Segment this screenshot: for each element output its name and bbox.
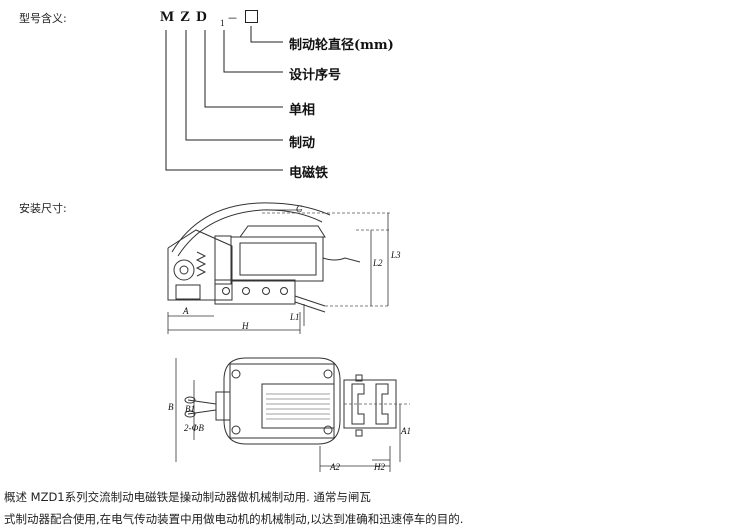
- legend-design-serial: 设计序号: [289, 68, 342, 83]
- model-code: MZD: [160, 9, 213, 25]
- legend-brake: 制动: [289, 136, 316, 151]
- dim-label-l2: L2: [373, 258, 383, 268]
- description-line-2: 式制动器配合使用,在电气传动装置中用做电动机的机械制动,以达到准确和迅速停车的目…: [4, 512, 464, 526]
- model-code-dash: －: [227, 12, 238, 25]
- dim-label-b1: B1: [185, 404, 195, 414]
- legend-brake-wheel-diameter: 制动轮直径(mm): [289, 38, 394, 53]
- dim-label-a2: A2: [330, 462, 340, 472]
- dim-label-b: B: [168, 402, 174, 412]
- section-title-installation-dimensions: 安装尺寸:: [19, 202, 67, 215]
- dim-label-hole-diameter: 2-ΦB: [184, 423, 204, 433]
- section-title-model-meaning: 型号含义:: [19, 12, 67, 25]
- model-code-placeholder-box: [245, 10, 258, 23]
- dim-label-h2: H2: [374, 462, 385, 472]
- dim-label-h: H: [242, 321, 249, 331]
- dim-label-l3: L3: [391, 250, 401, 260]
- dim-label-a1: A1: [401, 426, 411, 436]
- dim-label-l1: L1: [290, 312, 300, 322]
- legend-electromagnet: 电磁铁: [289, 166, 329, 181]
- description-line-1: 概述 MZD1系列交流制动电磁铁是操动制动器做机械制动用. 通常与闸瓦: [4, 490, 371, 504]
- legend-single-phase: 单相: [289, 103, 316, 118]
- dim-label-a: A: [183, 306, 189, 316]
- model-code-subscript: 1: [220, 18, 225, 28]
- dim-label-g: G: [296, 204, 303, 214]
